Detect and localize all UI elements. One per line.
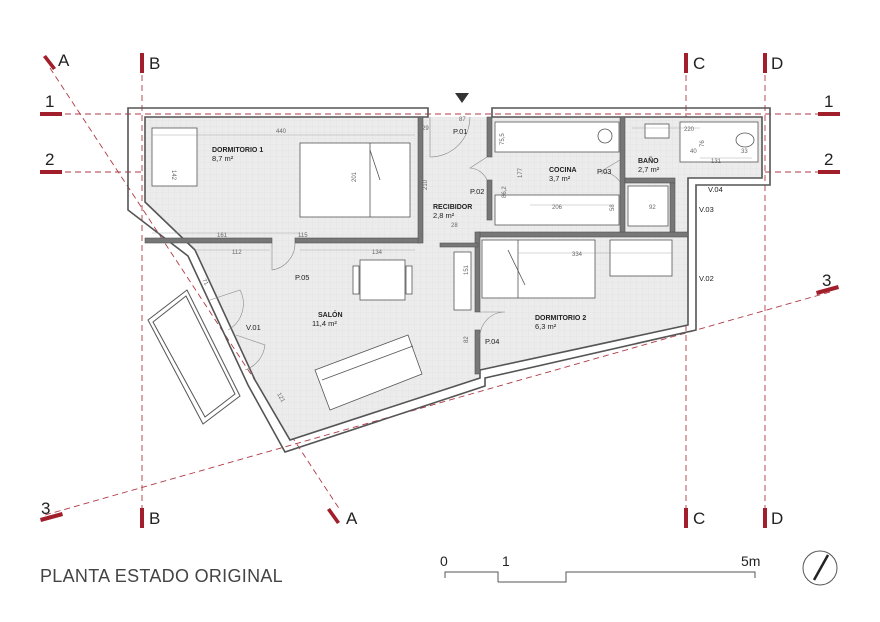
dim-440: 440 xyxy=(276,129,287,135)
room-bano-area: 2,7 m² xyxy=(638,165,660,174)
dim-75-5: 75,5 xyxy=(500,133,506,145)
axis-label-a-bottom: A xyxy=(346,509,358,528)
dim-86-2: 86,2 xyxy=(502,186,508,198)
dim-121: 121 xyxy=(275,392,286,404)
scale-label-5m: 5m xyxy=(741,553,760,569)
door-tag-p04: P.04 xyxy=(485,337,499,346)
furniture xyxy=(151,121,759,411)
room-cocina-area: 3,7 m² xyxy=(549,174,571,183)
room-cocina-name: COCINA xyxy=(549,167,577,174)
dim-142: 142 xyxy=(170,170,176,181)
dim-177: 177 xyxy=(518,167,524,178)
window-tag-v02: V.02 xyxy=(699,274,714,283)
room-recibidor-name: RECIBIDOR xyxy=(433,204,472,211)
shower-tray xyxy=(627,185,669,227)
axis-label-d-bottom: D xyxy=(771,509,783,528)
opening-tags: P.01 P.02 P.03 P.04 P.05 V.01 V.02 V.03 … xyxy=(246,127,723,346)
dormitorio2-bed xyxy=(481,239,596,299)
dim-82: 82 xyxy=(464,336,470,343)
scale-label-1: 1 xyxy=(502,553,510,569)
dim-76: 76 xyxy=(700,140,706,147)
dormitorio2-wardrobe xyxy=(609,239,673,277)
toilet-icon xyxy=(735,132,755,148)
kitchen-sink-icon xyxy=(597,128,613,144)
dim-206: 206 xyxy=(552,205,563,211)
dim-131: 131 xyxy=(711,159,722,165)
window-tag-v03: V.03 xyxy=(699,205,714,214)
dim-33: 33 xyxy=(741,149,748,155)
window-tag-v04: V.04 xyxy=(708,185,723,194)
dim-134: 134 xyxy=(372,250,383,256)
door-tag-p05: P.05 xyxy=(295,273,309,282)
room-dormitorio1-name: DORMITORIO 1 xyxy=(212,147,263,154)
dormitorio1-desk xyxy=(151,127,198,187)
room-salon-area: 11,4 m² xyxy=(312,319,337,328)
dormitorio1-bed xyxy=(299,142,411,218)
dim-40: 40 xyxy=(690,149,697,155)
salon-chair-right xyxy=(405,265,413,295)
dim-334: 334 xyxy=(572,252,583,258)
axis-label-b-bottom: B xyxy=(149,509,160,528)
interior-walls xyxy=(144,116,689,375)
dim-151: 151 xyxy=(464,264,470,275)
axis-label-1-right: 1 xyxy=(824,92,833,111)
dim-112: 112 xyxy=(232,250,242,256)
north-arrow-icon xyxy=(802,550,838,586)
axis-label-2-right: 2 xyxy=(824,150,833,169)
kitchen-counter-low xyxy=(494,194,620,226)
axis-label-2-left: 2 xyxy=(45,150,54,169)
dim-115: 115 xyxy=(298,233,308,239)
axis-markers xyxy=(40,53,840,528)
dim-87: 87 xyxy=(459,117,466,123)
room-recibidor-area: 2,8 m² xyxy=(433,211,455,220)
salon-sofa xyxy=(314,334,423,411)
room-bano-name: BAÑO xyxy=(638,156,659,165)
axis-label-1-left: 1 xyxy=(45,92,54,111)
dim-220: 220 xyxy=(684,127,695,133)
dim-210: 210 xyxy=(423,179,429,190)
window-tag-v01: V.01 xyxy=(246,323,261,332)
dimension-lines xyxy=(152,127,752,254)
entrance-arrow-icon xyxy=(455,93,469,103)
room-dormitorio2-area: 6,3 m² xyxy=(535,322,557,331)
dimension-texts: 440 142 201 161 115 29 87 210 28 75,5 17… xyxy=(170,117,748,404)
axis-label-b-top: B xyxy=(149,54,160,73)
axis-label-3-left: 3 xyxy=(41,499,50,518)
axis-labels: A B C D B A C D 1 1 2 2 3 3 xyxy=(41,51,833,528)
axis-label-a-top: A xyxy=(58,51,70,70)
drawing-title: PLANTA ESTADO ORIGINAL xyxy=(40,566,283,586)
axis-label-c-top: C xyxy=(693,54,705,73)
bathroom-sink xyxy=(644,123,670,139)
axis-label-c-bottom: C xyxy=(693,509,705,528)
dim-92: 92 xyxy=(649,205,656,211)
dim-58: 58 xyxy=(610,204,616,211)
salon-table xyxy=(359,259,406,301)
scale-label-0: 0 xyxy=(440,553,448,569)
recibidor-shelf xyxy=(453,251,472,311)
door-tag-p03: P.03 xyxy=(597,167,611,176)
door-tag-p01: P.01 xyxy=(453,127,467,136)
room-dormitorio1-area: 8,7 m² xyxy=(212,154,234,163)
dim-161: 161 xyxy=(217,233,228,239)
dim-201: 201 xyxy=(352,171,358,182)
exterior-walls xyxy=(127,107,771,453)
room-labels: DORMITORIO 1 8,7 m² RECIBIDOR 2,8 m² COC… xyxy=(212,147,660,331)
dim-71: 71 xyxy=(200,278,209,287)
room-dormitorio2-name: DORMITORIO 2 xyxy=(535,315,586,322)
dim-29: 29 xyxy=(422,126,429,132)
dim-28: 28 xyxy=(451,223,458,229)
axis-label-3-right: 3 xyxy=(822,271,831,290)
salon-chair-left xyxy=(352,265,360,295)
room-salon-name: SALÓN xyxy=(318,310,343,319)
axis-label-d-top: D xyxy=(771,54,783,73)
balcony xyxy=(147,289,241,425)
scale-bar: 0 1 5m xyxy=(440,553,760,583)
door-tag-p02: P.02 xyxy=(470,187,484,196)
